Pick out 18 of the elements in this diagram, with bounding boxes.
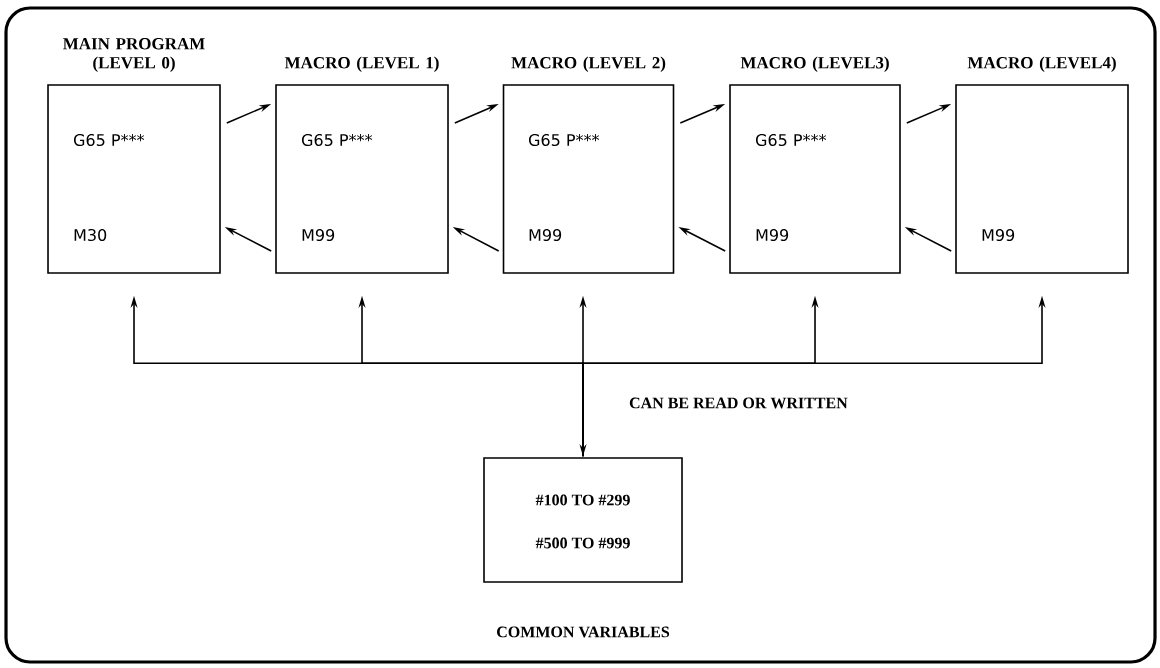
variable-range: #100 TO #299 bbox=[535, 494, 630, 506]
code-line: M99 bbox=[982, 228, 1015, 242]
box-heading: MACRO (LEVEL 2) bbox=[511, 56, 666, 72]
box-heading: MACRO (LEVEL 1) bbox=[284, 56, 439, 72]
code-line: M30 bbox=[74, 228, 107, 242]
box-heading: MACRO (LEVEL3) bbox=[740, 56, 889, 72]
code-line: G65 P*** bbox=[529, 133, 600, 147]
code-line: G65 P*** bbox=[74, 133, 145, 147]
box-caption: COMMON VARIABLES bbox=[497, 626, 670, 638]
code-line: M99 bbox=[302, 228, 335, 242]
variable-range: #500 TO #999 bbox=[535, 537, 630, 549]
code-line: G65 P*** bbox=[756, 133, 827, 147]
box-heading: MAIN PROGRAM (LEVEL 0) bbox=[63, 38, 205, 72]
code-line: M99 bbox=[756, 228, 789, 242]
code-line: G65 P*** bbox=[302, 133, 373, 147]
box-heading: MACRO (LEVEL4) bbox=[967, 56, 1116, 72]
code-line: M99 bbox=[529, 228, 562, 242]
note: CAN BE READ OR WRITTEN bbox=[629, 397, 848, 409]
